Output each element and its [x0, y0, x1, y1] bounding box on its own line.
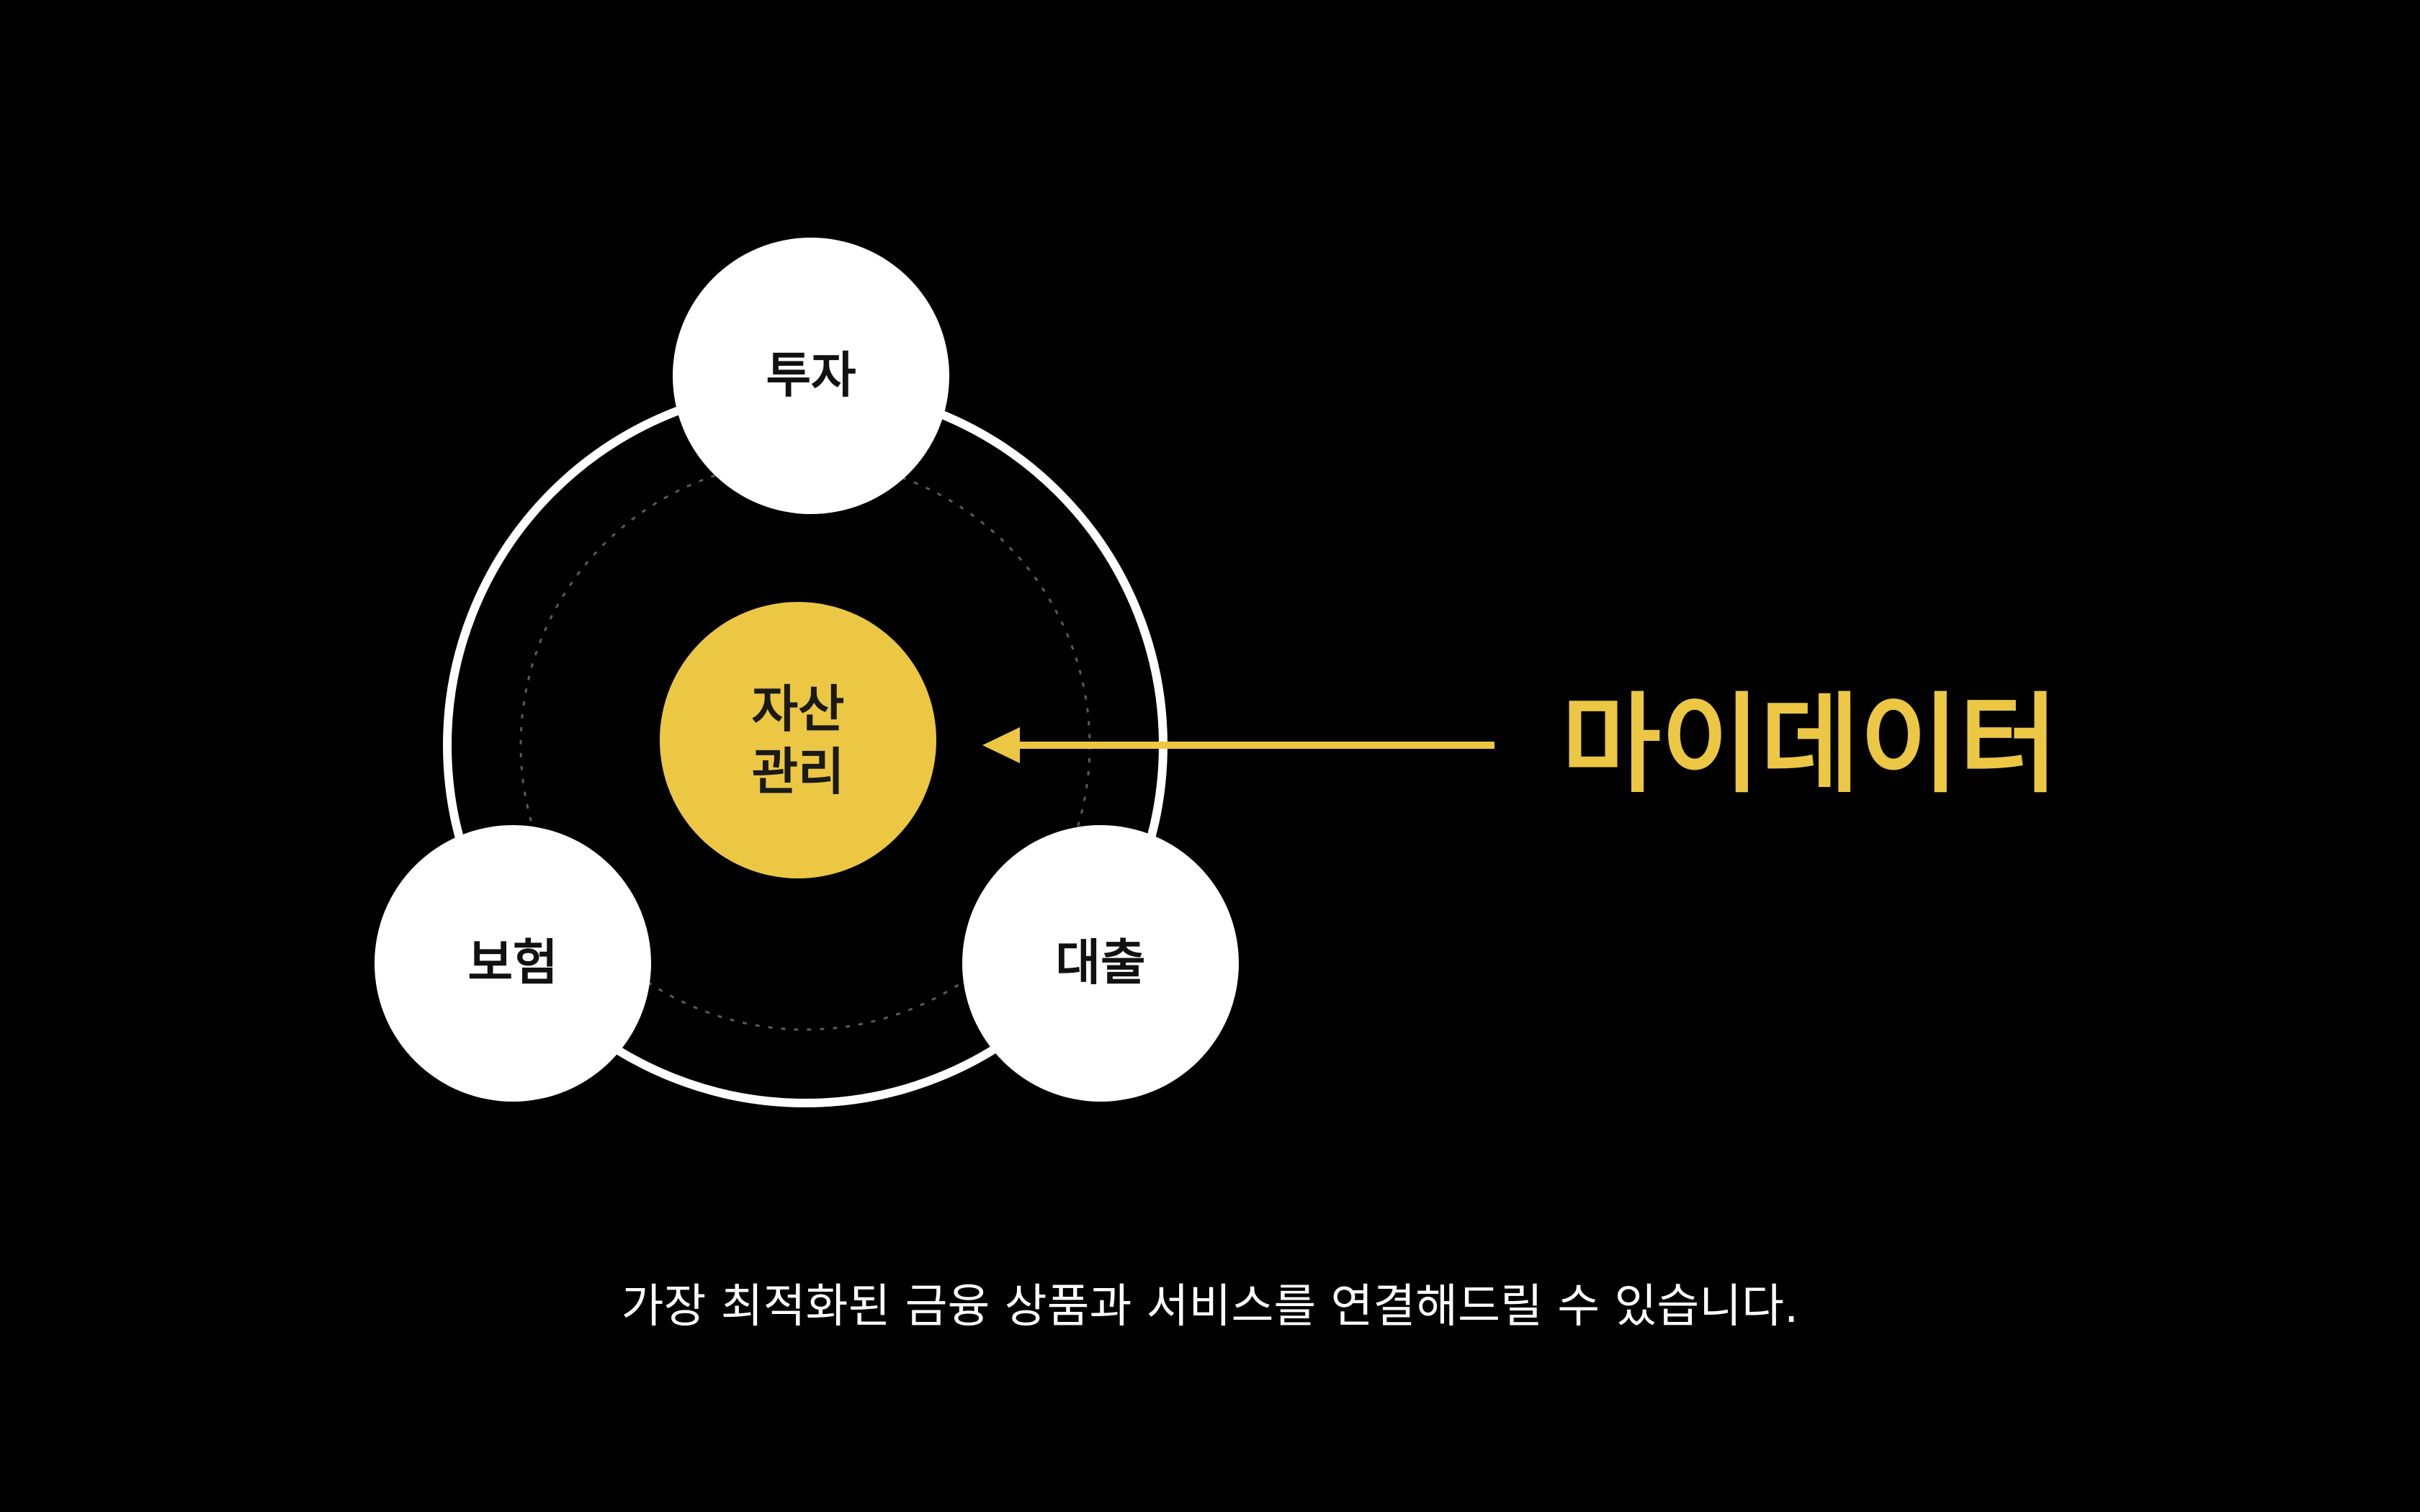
center-circle	[660, 602, 936, 878]
node-insurance-label: 보험	[467, 935, 557, 992]
pointer-arrow	[982, 727, 1494, 763]
node-investment: 투자	[673, 238, 949, 514]
node-investment-circle	[673, 238, 949, 514]
center-label-line2: 관리	[752, 742, 845, 801]
center-node: 자산 관리	[660, 602, 936, 878]
caption-text: 가장 최적화된 금융 상품과 서비스를 연결해드릴 수 있습니다.	[621, 1280, 1799, 1333]
node-insurance-circle	[375, 825, 651, 1102]
headline-mydata: 마이데이터	[1561, 683, 2058, 808]
center-label-line1: 자산	[752, 680, 845, 739]
node-insurance: 보험	[375, 825, 651, 1102]
node-loan-circle	[962, 825, 1239, 1102]
node-loan: 대출	[962, 825, 1239, 1102]
node-investment-label: 투자	[766, 348, 856, 405]
node-loan-label: 대출	[1055, 935, 1145, 992]
arrow-head	[982, 727, 1020, 763]
